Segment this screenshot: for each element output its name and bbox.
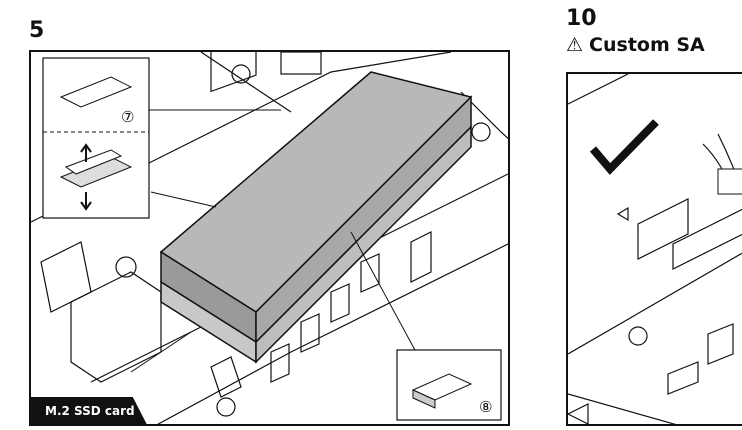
step-number-5: 5 <box>29 18 45 43</box>
warning-icon: ⚠ <box>566 34 584 56</box>
callout-8: ⑧ <box>479 398 493 416</box>
step-number-10: 10 <box>566 6 597 31</box>
checkmark-icon <box>589 119 659 175</box>
ssd-label-badge: M.2 SSD card <box>31 397 147 424</box>
callout-7: ⑦ <box>121 108 135 126</box>
illustration-step-10 <box>566 72 742 426</box>
cabling-drawing <box>568 74 742 424</box>
ssd-install-drawing <box>31 52 508 424</box>
warning-heading: ⚠ Custom SA <box>566 34 705 56</box>
illustration-step-5: ⑦ ⑧ M.2 SSD card <box>29 50 510 426</box>
warning-title: Custom SA <box>589 34 705 56</box>
